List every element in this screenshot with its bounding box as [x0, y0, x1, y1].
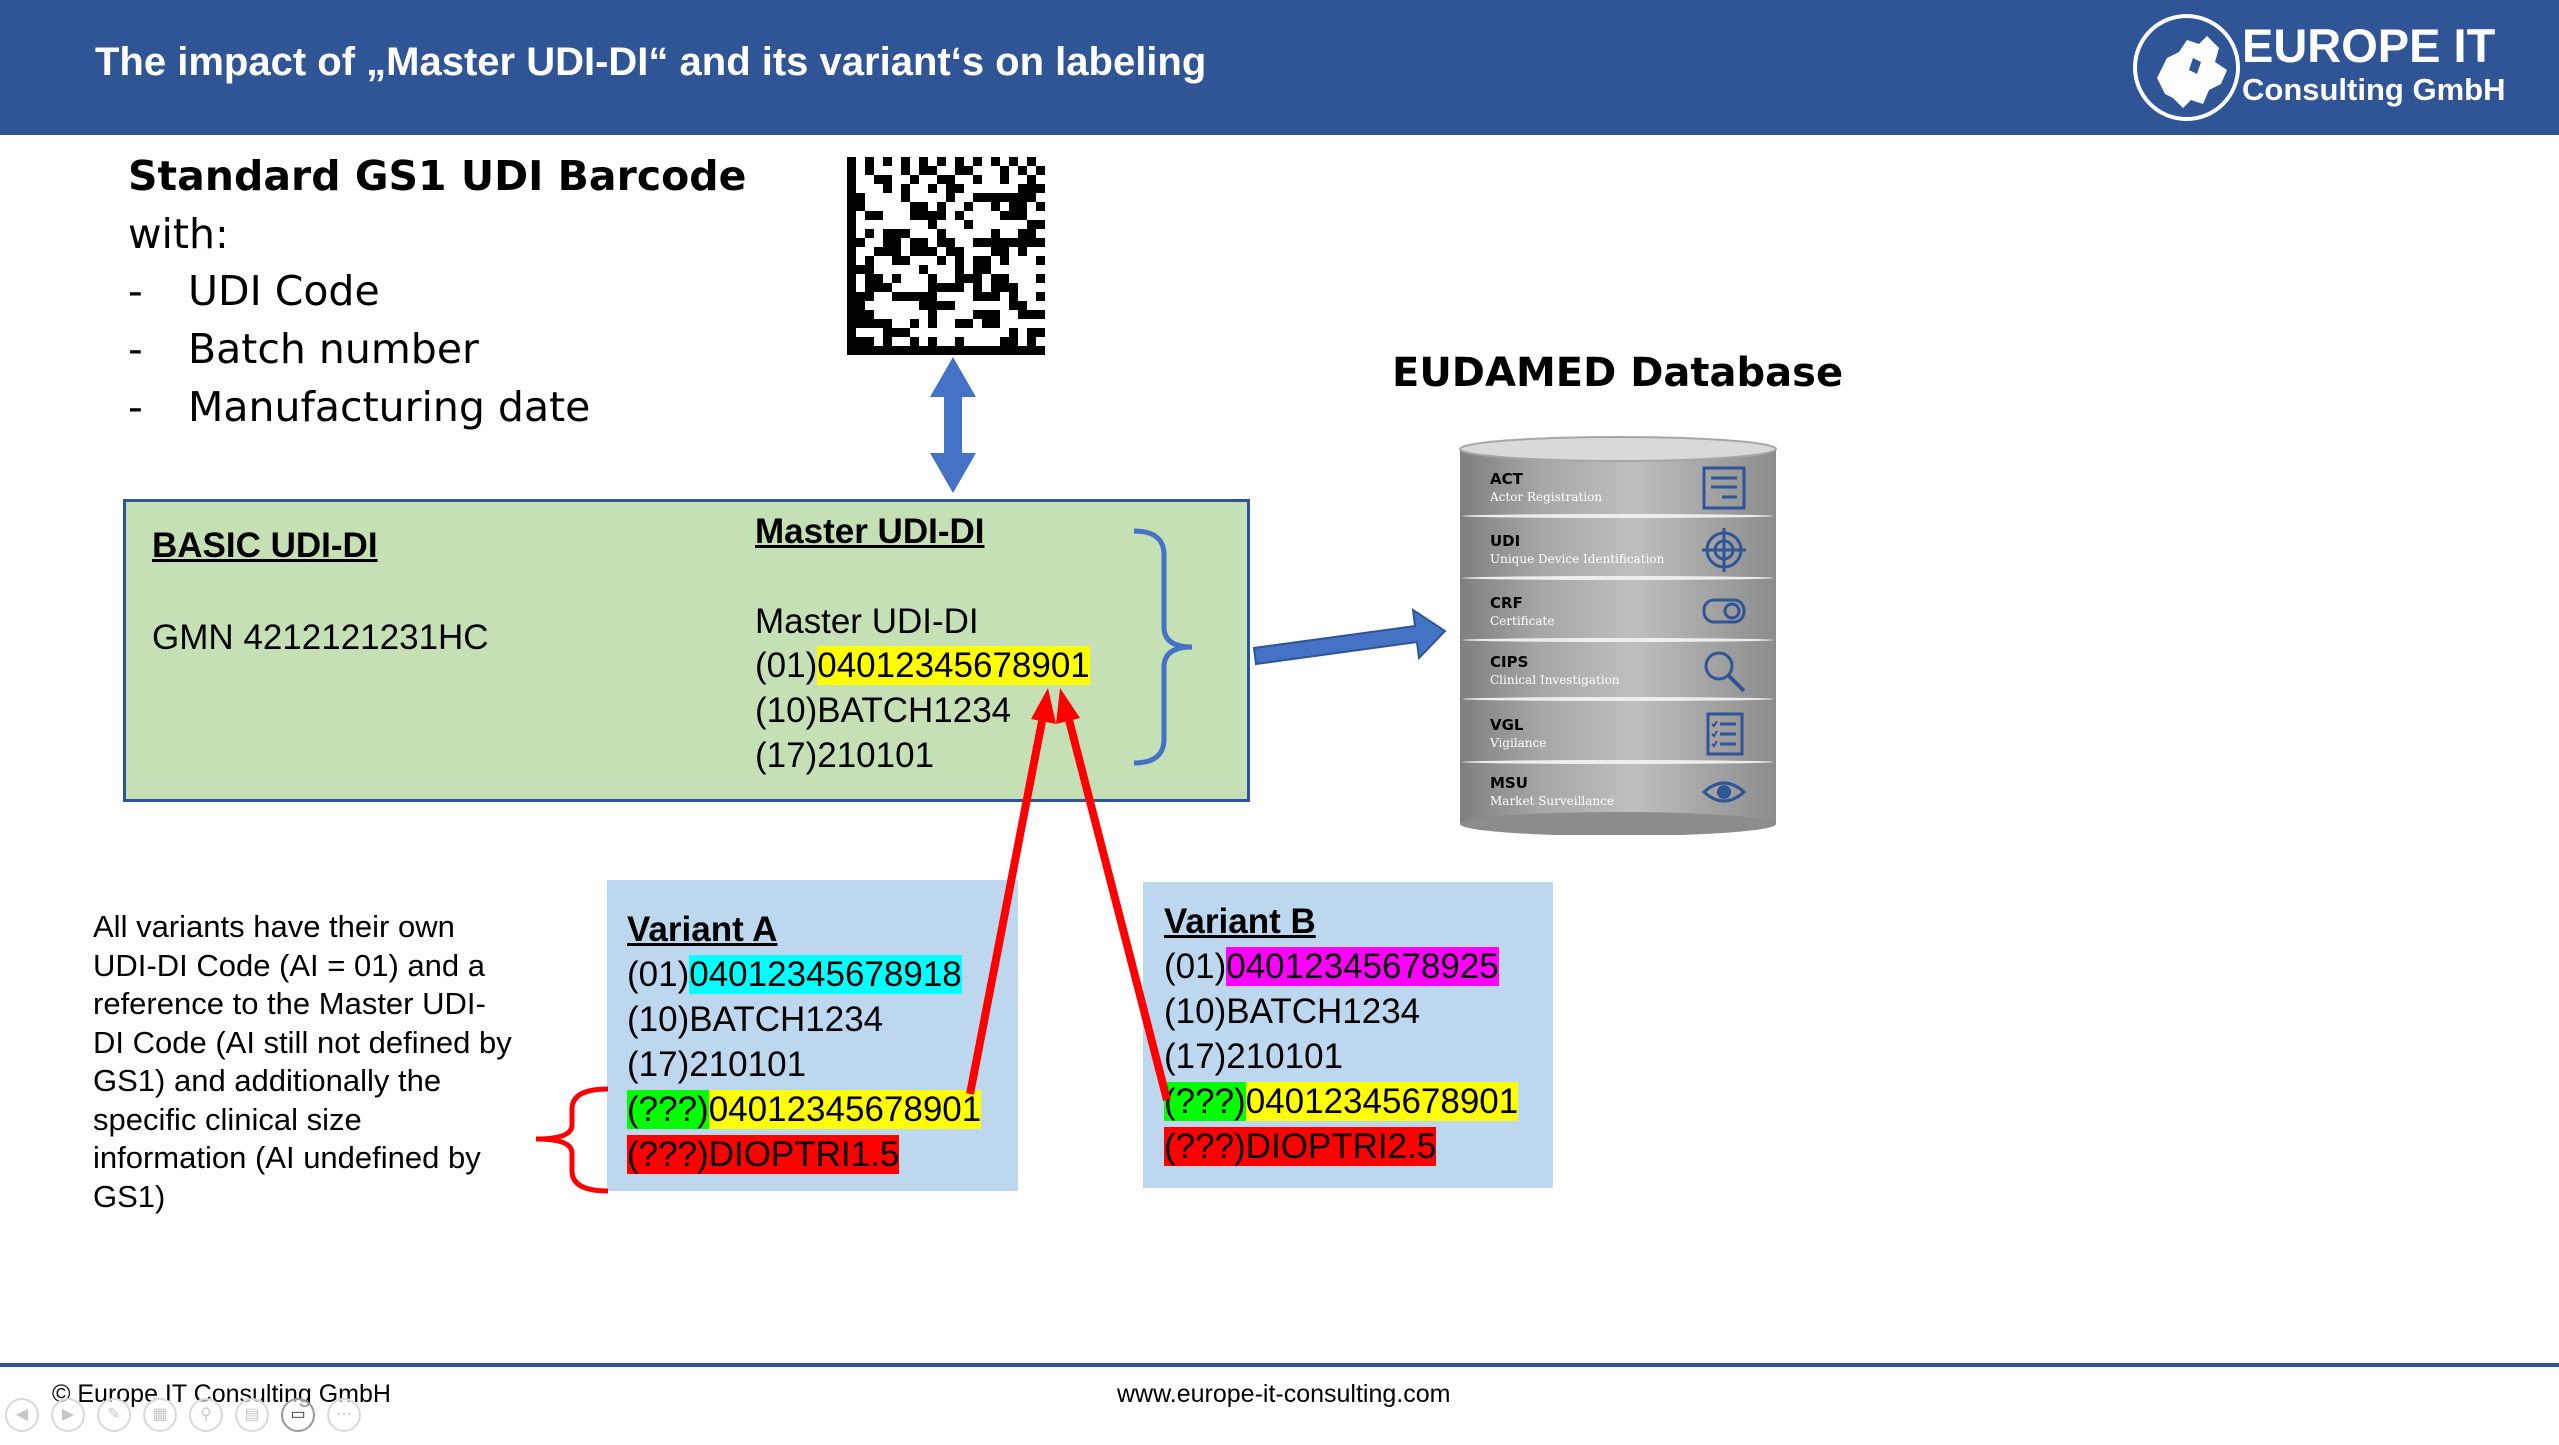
db-module-name: Unique Device Identification — [1490, 552, 1665, 566]
master-line-01: (01)04012345678901 — [755, 646, 1090, 686]
pen-icon[interactable]: ✎ — [97, 1398, 131, 1432]
basic-udi-di-value: GMN 4212121231HC — [152, 618, 489, 657]
red-brace-icon — [532, 1085, 612, 1200]
master-ref-code: 04012345678901 — [1245, 1082, 1519, 1121]
basic-udi-di-heading: BASIC UDI-DI — [152, 526, 378, 565]
slide-title: The impact of „Master UDI-DI“ and its va… — [95, 40, 1207, 84]
ai-unknown-prefix: (???) — [627, 1090, 709, 1129]
variants-note: All variants have their own UDI-DI Code … — [93, 909, 512, 1214]
variant-a-heading: Variant A — [627, 910, 778, 949]
eye-icon — [1701, 770, 1747, 814]
master-line-batch: (10)BATCH1234 — [755, 691, 1012, 730]
db-module-code: CRF — [1490, 594, 1523, 612]
master-ref-code: 04012345678901 — [708, 1090, 982, 1129]
db-module-crf: CRF Certificate — [1462, 584, 1774, 644]
previous-icon[interactable]: ◀ — [5, 1398, 39, 1432]
db-band-separator — [1462, 697, 1774, 701]
db-module-udi: UDI Unique Device Identification — [1462, 522, 1774, 582]
master-label: Master UDI-DI — [755, 602, 979, 641]
db-band-separator — [1462, 514, 1774, 518]
db-band-separator — [1462, 638, 1774, 642]
footer-url: www.europe-it-consulting.com — [1117, 1380, 1451, 1408]
subtitles-icon[interactable]: ▤ — [235, 1398, 269, 1432]
bullet-dash: - — [128, 267, 143, 315]
magnifier-icon — [1702, 649, 1746, 693]
variant-a-line-date: (17)210101 — [627, 1045, 807, 1084]
db-module-name: Actor Registration — [1490, 490, 1603, 504]
right-arrow-icon — [1252, 606, 1447, 671]
variant-b-code: 04012345678925 — [1226, 947, 1499, 986]
zoom-icon[interactable]: ⚲ — [189, 1398, 223, 1432]
variant-a-line-batch: (10)BATCH1234 — [627, 1000, 884, 1039]
master-code: 04012345678901 — [817, 646, 1090, 685]
checklist-icon — [1702, 712, 1746, 756]
variant-b-line-dioptri: (???)DIOPTRI2.5 — [1164, 1127, 1437, 1167]
variant-b-line-01: (01)04012345678925 — [1164, 947, 1499, 987]
db-module-vgl: VGL Vigilance — [1462, 706, 1774, 766]
db-module-code: UDI — [1490, 532, 1521, 550]
next-icon[interactable]: ▶ — [51, 1398, 85, 1432]
certificate-icon — [1702, 590, 1746, 634]
globe-logo-icon — [2133, 14, 2240, 121]
bullet-text: UDI Code — [188, 267, 380, 315]
logo-text-line1: EUROPE IT — [2242, 19, 2496, 72]
ai-prefix: (01) — [755, 646, 818, 685]
camera-icon[interactable]: ▭ — [281, 1398, 315, 1432]
document-icon — [1702, 466, 1746, 510]
eudamed-title: EUDAMED Database — [1392, 350, 1844, 396]
brace-icon — [1130, 527, 1200, 772]
datamatrix-barcode — [847, 157, 1045, 360]
db-band-separator — [1462, 576, 1774, 580]
bullet-dash: - — [128, 383, 143, 431]
dioptri-value: (???)DIOPTRI2.5 — [1164, 1127, 1437, 1166]
db-module-code: VGL — [1490, 716, 1524, 734]
variant-b-line-batch: (10)BATCH1234 — [1164, 992, 1421, 1031]
variant-b-heading: Variant B — [1164, 902, 1316, 941]
master-line-date: (17)210101 — [755, 736, 935, 775]
db-module-act: ACT Actor Registration — [1462, 460, 1774, 520]
bullet-dash: - — [128, 325, 143, 373]
db-module-name: Clinical Investigation — [1490, 673, 1620, 687]
variant-b-line-master-ref: (???)04012345678901 — [1164, 1082, 1519, 1122]
db-module-name: Certificate — [1490, 614, 1555, 628]
more-icon[interactable]: ⋯ — [327, 1398, 361, 1432]
db-module-code: MSU — [1490, 774, 1528, 792]
variant-a-line-dioptri: (???)DIOPTRI1.5 — [627, 1135, 900, 1175]
standard-with-label: with: — [128, 210, 229, 258]
footer-divider — [0, 1363, 2559, 1367]
ai-unknown-prefix: (???) — [1164, 1082, 1246, 1121]
header-bar: The impact of „Master UDI-DI“ and its va… — [0, 0, 2559, 135]
db-module-cips: CIPS Clinical Investigation — [1462, 643, 1774, 703]
db-module-msu: MSU Market Surveillance — [1462, 764, 1774, 824]
db-module-code: ACT — [1490, 470, 1523, 488]
double-arrow-icon — [928, 355, 978, 500]
variant-a-line-master-ref: (???)04012345678901 — [627, 1090, 982, 1130]
logo-text-line2: Consulting GmbH — [2242, 72, 2506, 107]
variant-a-code: 04012345678918 — [689, 955, 962, 994]
db-module-code: CIPS — [1490, 653, 1529, 671]
bullet-text: Batch number — [188, 325, 479, 373]
bullet-text: Manufacturing date — [188, 383, 591, 431]
ai-prefix: (01) — [1164, 947, 1227, 986]
master-udi-di-heading: Master UDI-DI — [755, 512, 985, 551]
db-module-name: Vigilance — [1490, 736, 1547, 750]
db-module-name: Market Surveillance — [1490, 794, 1614, 808]
dioptri-value: (???)DIOPTRI1.5 — [627, 1135, 900, 1174]
ai-prefix: (01) — [627, 955, 690, 994]
slides-icon[interactable]: ▦ — [143, 1398, 177, 1432]
target-icon — [1702, 528, 1746, 572]
standard-barcode-title: Standard GS1 UDI Barcode — [128, 152, 747, 200]
variant-a-line-01: (01)04012345678918 — [627, 955, 962, 995]
variant-b-line-date: (17)210101 — [1164, 1037, 1344, 1076]
db-band-separator — [1462, 760, 1774, 764]
